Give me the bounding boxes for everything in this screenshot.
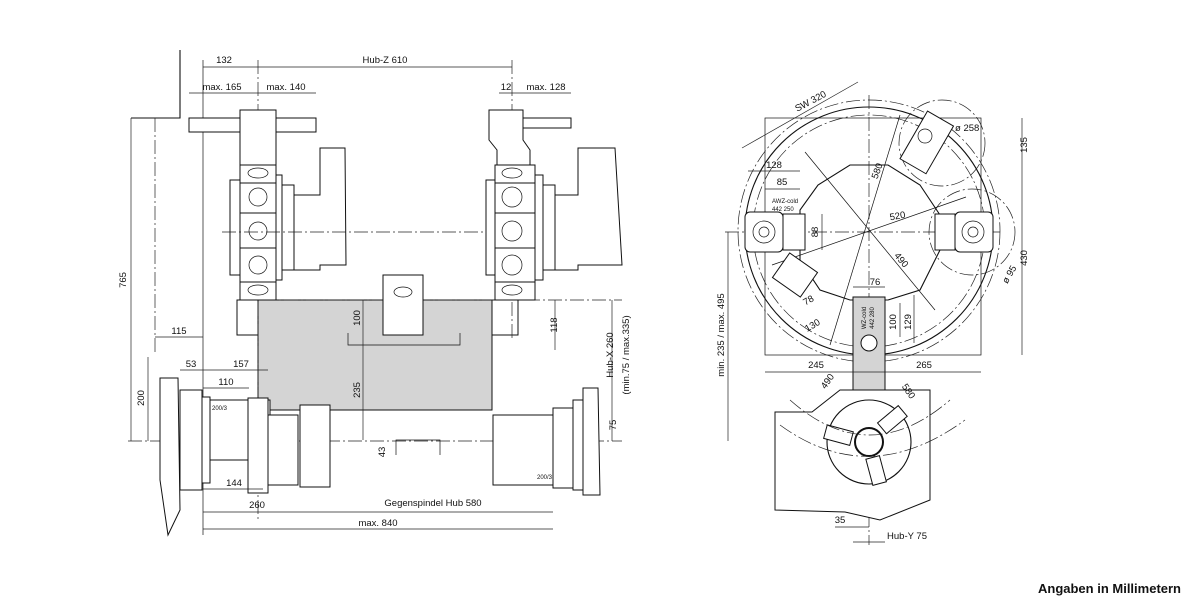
dim-129: 129 [903,314,914,330]
dim-12: 12 [501,82,512,93]
awz-holder-right [954,211,994,253]
dim-110: 110 [218,377,233,388]
dim-88: 88 [810,227,821,238]
dim-min-max: min. 235 / max. 495 [716,293,727,376]
dim-53: 53 [186,359,197,370]
dim-132: 132 [216,55,232,66]
dim-235: 235 [352,382,363,398]
tool-holder-angled [771,252,819,298]
turret-octagon [799,164,941,301]
dim-490-lower: 490 [819,372,837,391]
wz-cold-number: 442 280 [870,307,876,329]
dim-765: 765 [118,272,129,288]
tool-swing-circle [898,99,986,187]
dim-115: 115 [171,326,186,337]
counter-spindle [299,387,601,496]
dim-43: 43 [377,447,388,458]
dim-144: 144 [226,478,242,489]
dim-157: 157 [233,359,249,370]
dim-245: 245 [808,360,824,371]
units-note: Angaben in Millimetern [1037,581,1181,596]
dim-hub-y: Hub-Y 75 [887,531,927,542]
dim-dia-95: ø 95 [1000,264,1019,286]
dim-max-140: max. 140 [266,82,305,93]
dim-130: 130 [803,317,822,334]
chuck [826,399,912,485]
dim-max-128: max. 128 [526,82,565,93]
dim-100-front: 100 [888,314,899,330]
main-spindle [159,377,299,537]
dim-hub-x-range: (min.75 / max.335) [621,315,632,394]
awz-holder-left [744,211,784,253]
left-turret [188,109,600,301]
dim-520: 520 [889,210,907,224]
dim-490: 490 [892,251,911,270]
front-dimensions [727,81,1023,543]
dim-78: 78 [801,293,816,308]
chuck-jaw [865,455,887,486]
dim-260: 260 [249,500,265,511]
center-tool [382,274,424,336]
machine-wall [131,50,181,119]
right-tool-block [491,299,519,336]
dim-118: 118 [549,317,560,332]
dim-85: 85 [777,177,788,188]
left-tool-block [236,299,259,336]
dim-gegenspindel: Gegenspindel Hub 580 [384,498,481,509]
dim-hub-x: Hub-X 260 [605,332,616,377]
work-area [257,299,493,411]
dim-hub-z: Hub-Z 610 [363,55,408,66]
dim-dia-258: ø 258 [955,123,979,134]
dim-135: 135 [1019,137,1030,153]
side-view: 132 Hub-Z 610 max. 165 max. 140 12 max. … [118,50,632,537]
dimensions [130,66,613,530]
dim-430: 430 [1019,250,1030,266]
dim-265: 265 [916,360,932,371]
dim-580: 580 [870,162,886,181]
wz-cold-label: WZ-cold [862,307,868,329]
right-turret [485,109,623,301]
chuck-label-left: 200/3 [212,406,228,412]
spindle-housing [774,389,931,521]
chuck-jaw [876,404,908,435]
dim-35: 35 [835,515,846,526]
awz-cold-label: AWZ-cold [772,199,798,205]
chuck-label-right: 200/3 [537,475,553,481]
dim-100: 100 [352,310,363,326]
dim-max-165: max. 165 [202,82,241,93]
awz-cold-number: 442 250 [772,207,794,213]
dim-max-840: max. 840 [358,518,397,529]
front-view: SW 320 ø 258 135 128 85 AWZ-cold 442 250… [716,81,1030,545]
chuck-jaw [823,424,854,446]
dim-75: 75 [608,420,619,431]
dim-200: 200 [136,390,147,406]
dim-128: 128 [766,160,782,171]
dim-76: 76 [870,277,881,288]
